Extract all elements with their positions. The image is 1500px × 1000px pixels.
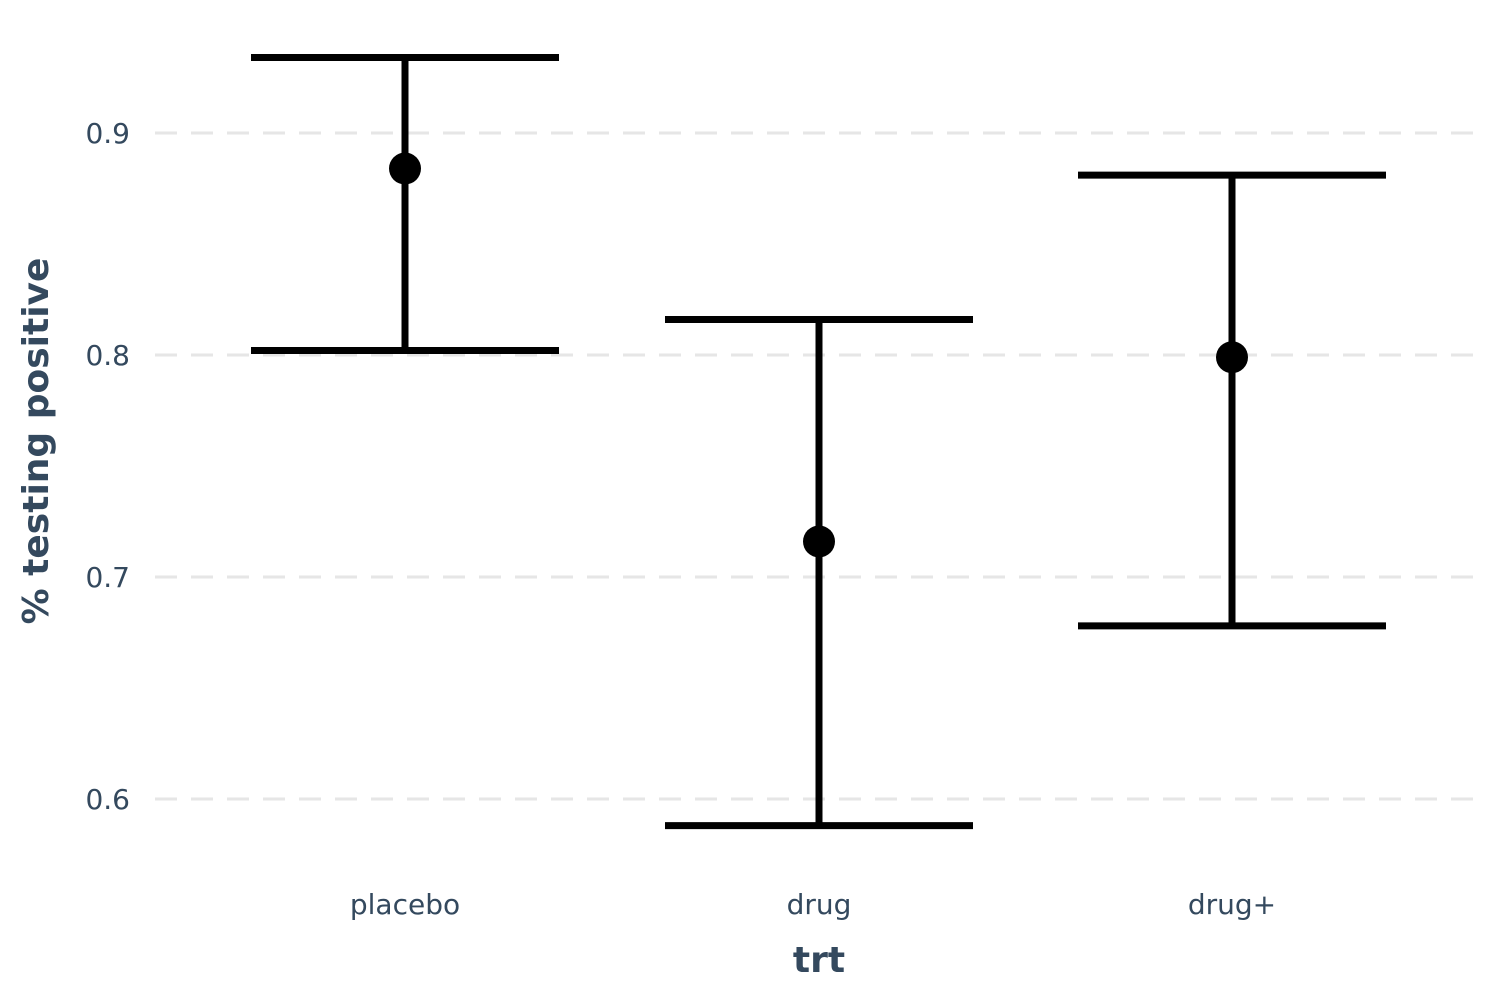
x-tick-label: placebo	[350, 888, 460, 921]
data-point	[389, 152, 421, 185]
x-tick-label: drug+	[1188, 888, 1276, 921]
x-axis-title: trt	[793, 940, 845, 981]
y-axis-ticks: 0.6 0.7 0.8 0.9	[85, 117, 130, 816]
y-axis-title: % testing positive	[16, 258, 57, 625]
errorbar-group	[251, 54, 559, 355]
y-tick-label: 0.6	[85, 783, 130, 816]
errorbar-group	[1078, 171, 1386, 630]
data-point	[803, 525, 835, 558]
y-tick-label: 0.7	[85, 561, 130, 594]
x-axis-ticks: placebo drug drug+	[350, 888, 1276, 921]
plot-marks	[251, 54, 1386, 830]
y-tick-label: 0.8	[85, 339, 130, 372]
errorbar-group	[665, 315, 973, 830]
y-tick-label: 0.9	[85, 117, 130, 150]
x-tick-label: drug	[787, 888, 852, 921]
data-point	[1216, 341, 1248, 374]
